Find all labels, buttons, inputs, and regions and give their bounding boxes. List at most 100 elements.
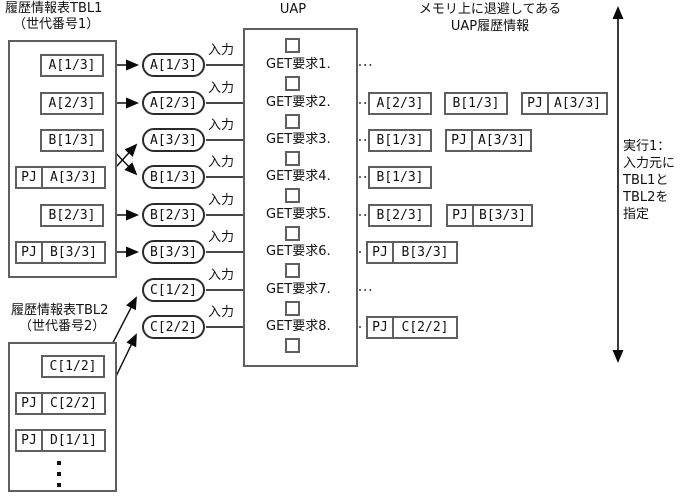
uap-slot-square (285, 301, 300, 316)
entry-value: A[1/3] (48, 58, 96, 73)
ellipsis-dot (57, 472, 61, 476)
input-label: 入力 (208, 305, 235, 320)
tbl1-entry: A[1/3] (40, 54, 104, 77)
input-label: 入力 (208, 81, 235, 96)
get-request-2: GET要求2. (266, 95, 331, 110)
record-oval: A[3/3] (142, 128, 205, 152)
tbl1-box (8, 40, 117, 278)
get-request-4: GET要求4. (266, 169, 331, 184)
history-box: B[2/3] (368, 204, 432, 227)
memory-title-line1: メモリ上に退避してある (418, 2, 562, 17)
history-box: A[2/3] (368, 92, 432, 115)
tbl1-entry: A[2/3] (40, 92, 104, 115)
ellipsis-dot (57, 483, 61, 487)
get-request-6: GET要求6. (266, 244, 331, 259)
get-request-3: GET要求3. (266, 132, 331, 147)
history-box: B[1/3] (444, 92, 508, 115)
uap-slot-square (285, 114, 300, 129)
history-box-pj: PJ C[2/2] (366, 316, 458, 339)
uap-slot-square (285, 151, 300, 166)
record-oval: B[1/3] (142, 165, 205, 189)
entry-value: B[1/3] (48, 133, 96, 148)
input-label: 入力 (208, 43, 235, 58)
execution-note-line: 指定 (623, 207, 650, 222)
entry-value: B[2/3] (48, 208, 96, 223)
entry-value: A[3/3] (554, 96, 601, 111)
execution-note-line: TBL2を (623, 190, 669, 205)
tbl1-entry: B[2/3] (40, 204, 104, 227)
pj-flag: PJ (368, 243, 394, 262)
ellipsis-dot (57, 461, 61, 465)
tbl2-entry: C[1/2] (41, 355, 105, 378)
pj-flag: PJ (368, 318, 394, 337)
uap-slot-square (285, 188, 300, 203)
execution-note-line: TBL1と (623, 173, 669, 188)
history-box: B[1/3] (368, 166, 432, 189)
tbl1-entry-pj: PJ A[3/3] (15, 166, 106, 189)
record-oval: B[2/3] (142, 203, 205, 227)
history-box-pj: PJ A[3/3] (521, 92, 608, 115)
memory-title-line2: UAP履歴情報 (450, 19, 530, 34)
pj-flag: PJ (17, 243, 43, 262)
input-label: 入力 (208, 193, 235, 208)
record-oval: B[3/3] (142, 240, 205, 264)
tbl1-entry: B[1/3] (40, 129, 104, 152)
oval-label: C[2/2] (150, 319, 197, 335)
history-box-pj: PJ A[3/3] (445, 129, 532, 152)
oval-label: B[2/3] (150, 207, 197, 223)
oval-label: C[1/2] (150, 282, 197, 298)
get-request-1: GET要求1. (266, 57, 331, 72)
input-label: 入力 (208, 118, 235, 133)
pj-flag: PJ (448, 206, 474, 225)
tbl2-title-line1: 履歴情報表TBL2 (11, 303, 109, 318)
entry-value: C[1/2] (49, 359, 97, 374)
uap-slot-square (285, 226, 300, 241)
oval-label: A[2/3] (150, 95, 197, 111)
input-label: 入力 (208, 268, 235, 283)
tbl2-entry-pj: PJ D[1/1] (15, 429, 106, 452)
input-label: 入力 (208, 230, 235, 245)
uap-slot-square (285, 263, 300, 278)
oval-label: A[1/3] (150, 57, 197, 73)
history-box-pj: PJ B[3/3] (366, 241, 458, 264)
oval-label: A[3/3] (150, 132, 197, 148)
pj-flag: PJ (17, 168, 43, 187)
pj-flag: PJ (17, 394, 43, 413)
oval-label: B[1/3] (150, 169, 197, 185)
get-request-5: GET要求5. (266, 207, 331, 222)
pj-flag: PJ (447, 131, 473, 150)
uap-box (243, 28, 358, 367)
entry-value: A[3/3] (478, 133, 525, 148)
record-oval: A[2/3] (142, 91, 205, 115)
entry-value: C[2/2] (50, 396, 97, 411)
entry-value: D[1/1] (50, 433, 97, 448)
record-oval: C[2/2] (142, 315, 205, 339)
input-label: 入力 (208, 155, 235, 170)
uap-slot-square (285, 38, 300, 53)
record-oval: C[1/2] (142, 278, 205, 302)
tbl2-entry-pj: PJ C[2/2] (15, 392, 106, 415)
entry-value: B[1/3] (376, 170, 424, 185)
pj-flag: PJ (17, 431, 43, 450)
execution-note: 実行1： 入力元に TBL1と TBL2を 指定 (623, 138, 675, 223)
execution-note-line: 実行1： (623, 139, 671, 154)
entry-value: A[2/3] (48, 96, 96, 111)
entry-value: B[3/3] (50, 245, 97, 260)
entry-value: B[1/3] (376, 133, 424, 148)
oval-label: B[3/3] (150, 244, 197, 260)
get-request-7: GET要求7. (266, 282, 331, 297)
entry-value: A[2/3] (376, 96, 424, 111)
entry-value: B[3/3] (479, 208, 526, 223)
history-box: B[1/3] (368, 129, 432, 152)
history-box-pj: PJ B[3/3] (446, 204, 533, 227)
tbl1-title-line2: （世代番号1） (13, 17, 100, 32)
execution-note-line: 入力元に (623, 156, 676, 171)
uap-slot-square (285, 338, 300, 353)
entry-value: B[3/3] (401, 245, 449, 260)
entry-value: A[3/3] (50, 170, 97, 185)
tbl1-title-line1: 履歴情報表TBL1 (5, 1, 103, 16)
uap-slot-square (285, 76, 300, 91)
record-oval: A[1/3] (142, 53, 205, 77)
entry-value: B[1/3] (452, 96, 500, 111)
